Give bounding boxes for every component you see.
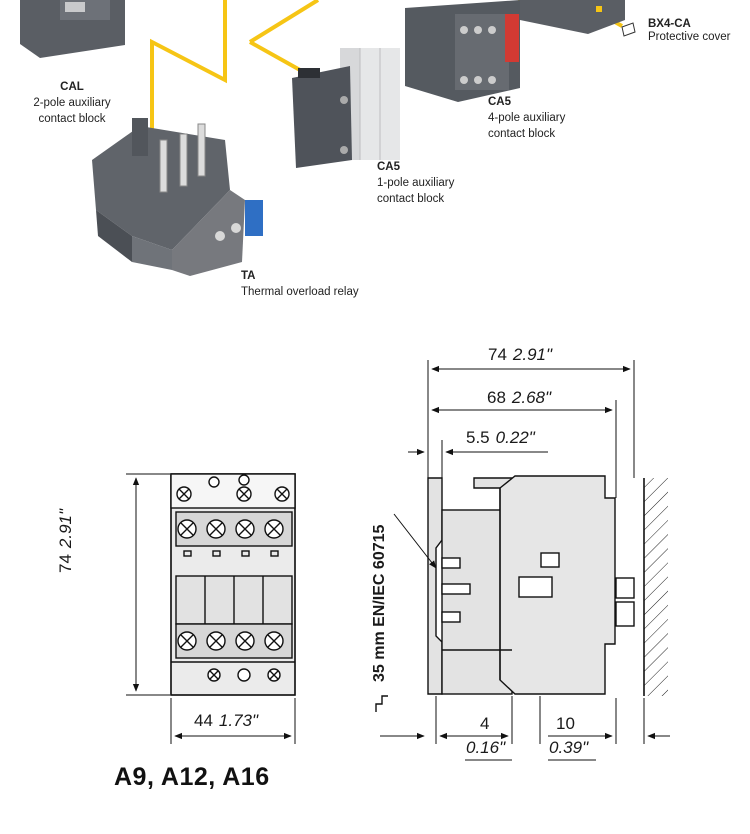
cal-code: CAL (60, 81, 84, 93)
side-depth2-mm: 68 (487, 388, 506, 407)
front-width-in: 1.73" (218, 711, 259, 730)
front-height-dimension: 74 2.91" (56, 509, 76, 573)
front-view-drawing (170, 473, 296, 696)
ta-code: TA (241, 270, 256, 282)
bx4-desc: Protective cover (648, 31, 731, 43)
model-title: A9, A12, A16 (114, 763, 270, 791)
ca5-4pole-code: CA5 (488, 96, 512, 108)
ta-desc: Thermal overload relay (241, 286, 359, 298)
cal-desc-2: contact block (38, 113, 106, 125)
side-bottom-b-in-text: 0.39" (549, 738, 589, 757)
ca5-4pole-label: CA5 4-pole auxiliary contact block (488, 94, 565, 142)
side-bottom-a-mm-text: 4 (480, 714, 490, 733)
ca5-1pole-desc-1: 1-pole auxiliary (377, 177, 455, 189)
side-view-drawing (427, 475, 635, 695)
side-depth-mm: 74 (488, 345, 507, 364)
front-height-mm: 74 (56, 554, 75, 573)
cal-desc-1: 2-pole auxiliary (33, 97, 111, 109)
bx4-code: BX4-CA (648, 18, 691, 30)
din-rail-label: 35 mm EN/IEC 60715 (371, 524, 388, 682)
ca5-1pole-code: CA5 (377, 161, 401, 173)
ca5-1pole-illustration (292, 48, 400, 168)
ta-label: TA Thermal overload relay (241, 268, 359, 300)
side-offset-dimension: 5.5 0.22" (466, 428, 535, 448)
cal-label: CAL 2-pole auxiliary contact block (30, 79, 114, 127)
front-height-in: 2.91" (56, 508, 75, 549)
front-width-mm: 44 (194, 711, 213, 730)
side-view-dimension-lines (380, 360, 670, 761)
ca5-4pole-desc-1: 4-pole auxiliary (488, 112, 566, 124)
side-offset-mm: 5.5 (466, 428, 490, 447)
mounting-wall-hatch (644, 478, 668, 696)
ca5-1pole-label: CA5 1-pole auxiliary contact block (377, 159, 454, 207)
ca5-4pole-illustration (405, 0, 520, 102)
contactor-illustration (520, 0, 636, 37)
ca5-4pole-desc-2: contact block (488, 128, 556, 140)
side-bottom-b-mm-text: 10 (556, 714, 575, 733)
side-offset-in: 0.22" (495, 428, 535, 447)
side-depth2-in: 2.68" (511, 388, 552, 407)
side-depth2-dimension: 68 2.68" (487, 388, 551, 408)
ca5-1pole-desc-2: contact block (377, 193, 445, 205)
bx4-label: BX4-CA Protective cover (648, 18, 730, 44)
side-depth-in: 2.91" (512, 345, 553, 364)
front-view-dimension-lines (126, 473, 296, 744)
din-rail-symbol (375, 695, 388, 712)
side-depth-dimension: 74 2.91" (488, 345, 552, 365)
thermal-overload-relay-illustration (92, 118, 263, 276)
front-width-dimension: 44 1.73" (194, 711, 258, 731)
side-bottom-a-in-text: 0.16" (466, 738, 506, 757)
cal-contact-block-illustration (20, 0, 125, 58)
